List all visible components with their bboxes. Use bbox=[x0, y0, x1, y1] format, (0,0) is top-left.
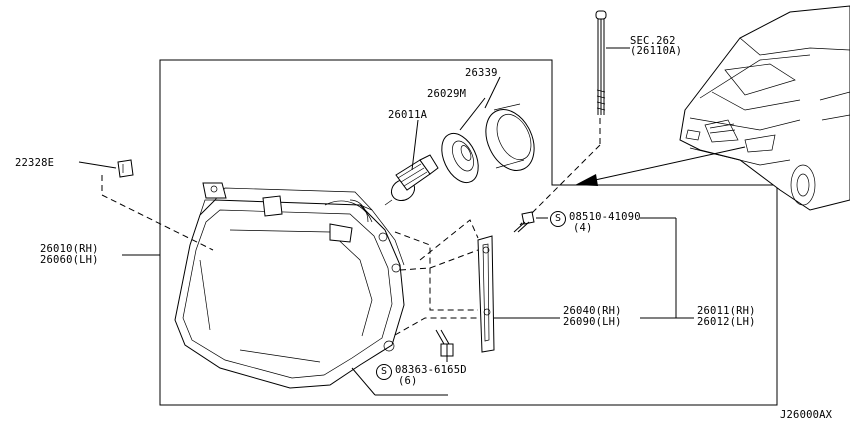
label-26029m: 26029M bbox=[427, 88, 467, 100]
pointer-arrow bbox=[575, 146, 746, 186]
screw-symbol-08363: S bbox=[376, 364, 392, 380]
label-26090-lh: 26090(LH) bbox=[563, 316, 622, 328]
leader-lines bbox=[78, 47, 694, 396]
cap-26339 bbox=[485, 103, 535, 171]
headlamp-housing bbox=[174, 182, 405, 389]
clip-22328e bbox=[117, 159, 134, 178]
screw-08510 bbox=[513, 211, 535, 233]
vehicle-illustration bbox=[679, 5, 850, 211]
screw-08363 bbox=[435, 329, 454, 357]
label-26012-lh: 26012(LH) bbox=[697, 316, 756, 328]
socket-26029m bbox=[441, 132, 479, 184]
label-sec262-sub: (26110A) bbox=[630, 45, 683, 57]
label-26011a: 26011A bbox=[388, 109, 428, 121]
label-08510-qty: (4) bbox=[573, 222, 593, 234]
label-08510-41090: 08510-41090 bbox=[569, 211, 641, 223]
bulb-26011a bbox=[384, 154, 439, 206]
label-26339: 26339 bbox=[465, 67, 498, 79]
screw-symbol-08510: S bbox=[550, 211, 566, 227]
label-26011-rh: 26011(RH) bbox=[697, 305, 756, 317]
bracket-26040 bbox=[477, 235, 495, 353]
label-22328e: 22328E bbox=[15, 157, 55, 169]
label-08363-qty: (6) bbox=[398, 375, 418, 387]
label-26040-rh: 26040(RH) bbox=[563, 305, 622, 317]
label-26060-lh: 26060(LH) bbox=[40, 254, 99, 266]
label-sec262: SEC.262 bbox=[630, 35, 676, 47]
bolt-sec262 bbox=[519, 10, 607, 226]
label-08363-6165d: 08363-6165D bbox=[395, 364, 467, 376]
diagram-code: J26000AX bbox=[780, 409, 833, 421]
dashed-leaders bbox=[101, 175, 479, 336]
label-26010-rh: 26010(RH) bbox=[40, 243, 99, 255]
